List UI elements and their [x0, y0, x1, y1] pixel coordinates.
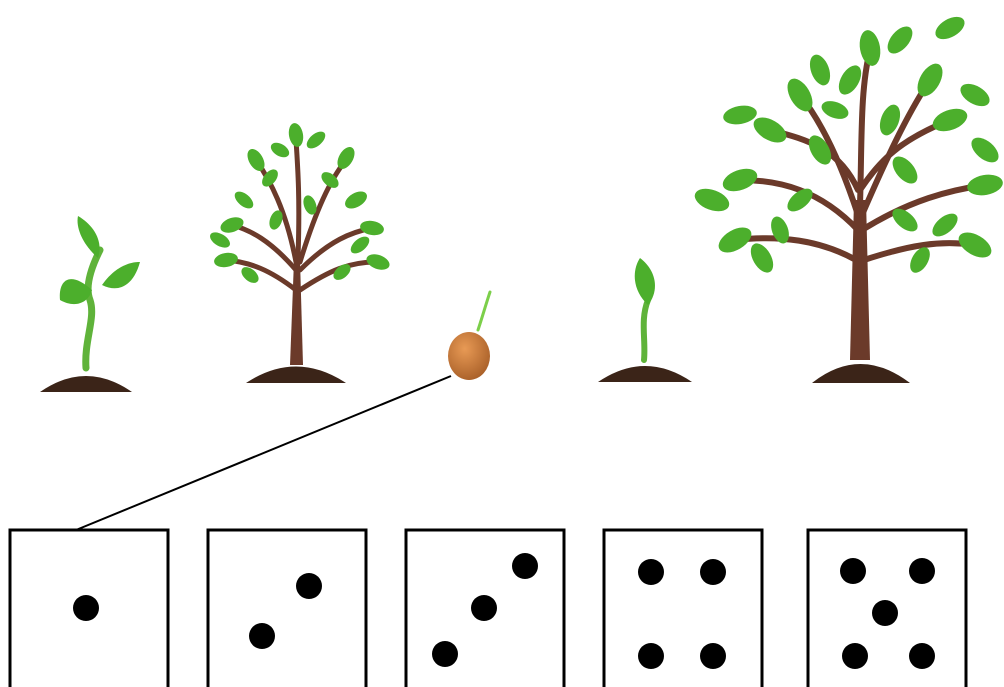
leaf	[634, 258, 655, 305]
die-face	[602, 528, 764, 687]
die-pip	[471, 595, 497, 621]
die-pip	[700, 643, 726, 669]
leaf	[102, 262, 140, 289]
soil-mound	[598, 366, 692, 382]
die-pip	[432, 641, 458, 667]
die-pip	[909, 558, 935, 584]
die-pip	[249, 623, 275, 649]
stem	[640, 297, 651, 363]
die-pip	[700, 559, 726, 585]
die-pip	[840, 558, 866, 584]
die-pip	[512, 553, 538, 579]
foliage	[210, 123, 390, 283]
die-pip	[872, 600, 898, 626]
stem	[82, 246, 104, 372]
tiny-sprout-icon	[598, 258, 692, 382]
die-face	[206, 528, 368, 687]
small-tree-icon	[210, 123, 390, 383]
leaf	[59, 279, 92, 305]
die-pip	[73, 595, 99, 621]
trunk	[290, 260, 303, 365]
die-pip	[638, 643, 664, 669]
large-tree-icon	[694, 16, 1003, 383]
sprout-tip	[476, 290, 492, 332]
foliage	[694, 16, 1003, 273]
die-pip	[842, 643, 868, 669]
die-one-icon	[8, 528, 170, 687]
die-two-icon	[206, 528, 368, 687]
die-three-icon	[404, 528, 566, 687]
trunk	[850, 200, 870, 360]
die-pip	[909, 643, 935, 669]
soil-mound	[40, 376, 132, 392]
die-pip	[638, 559, 664, 585]
connector-line	[75, 375, 452, 531]
seed-icon	[448, 290, 492, 380]
die-five-icon	[806, 528, 968, 687]
seedling-icon	[40, 216, 140, 392]
seed-body	[448, 332, 490, 380]
soil-mound	[246, 366, 346, 383]
die-four-icon	[602, 528, 764, 687]
soil-mound	[812, 364, 910, 383]
die-pip	[296, 573, 322, 599]
leaf	[77, 216, 100, 258]
